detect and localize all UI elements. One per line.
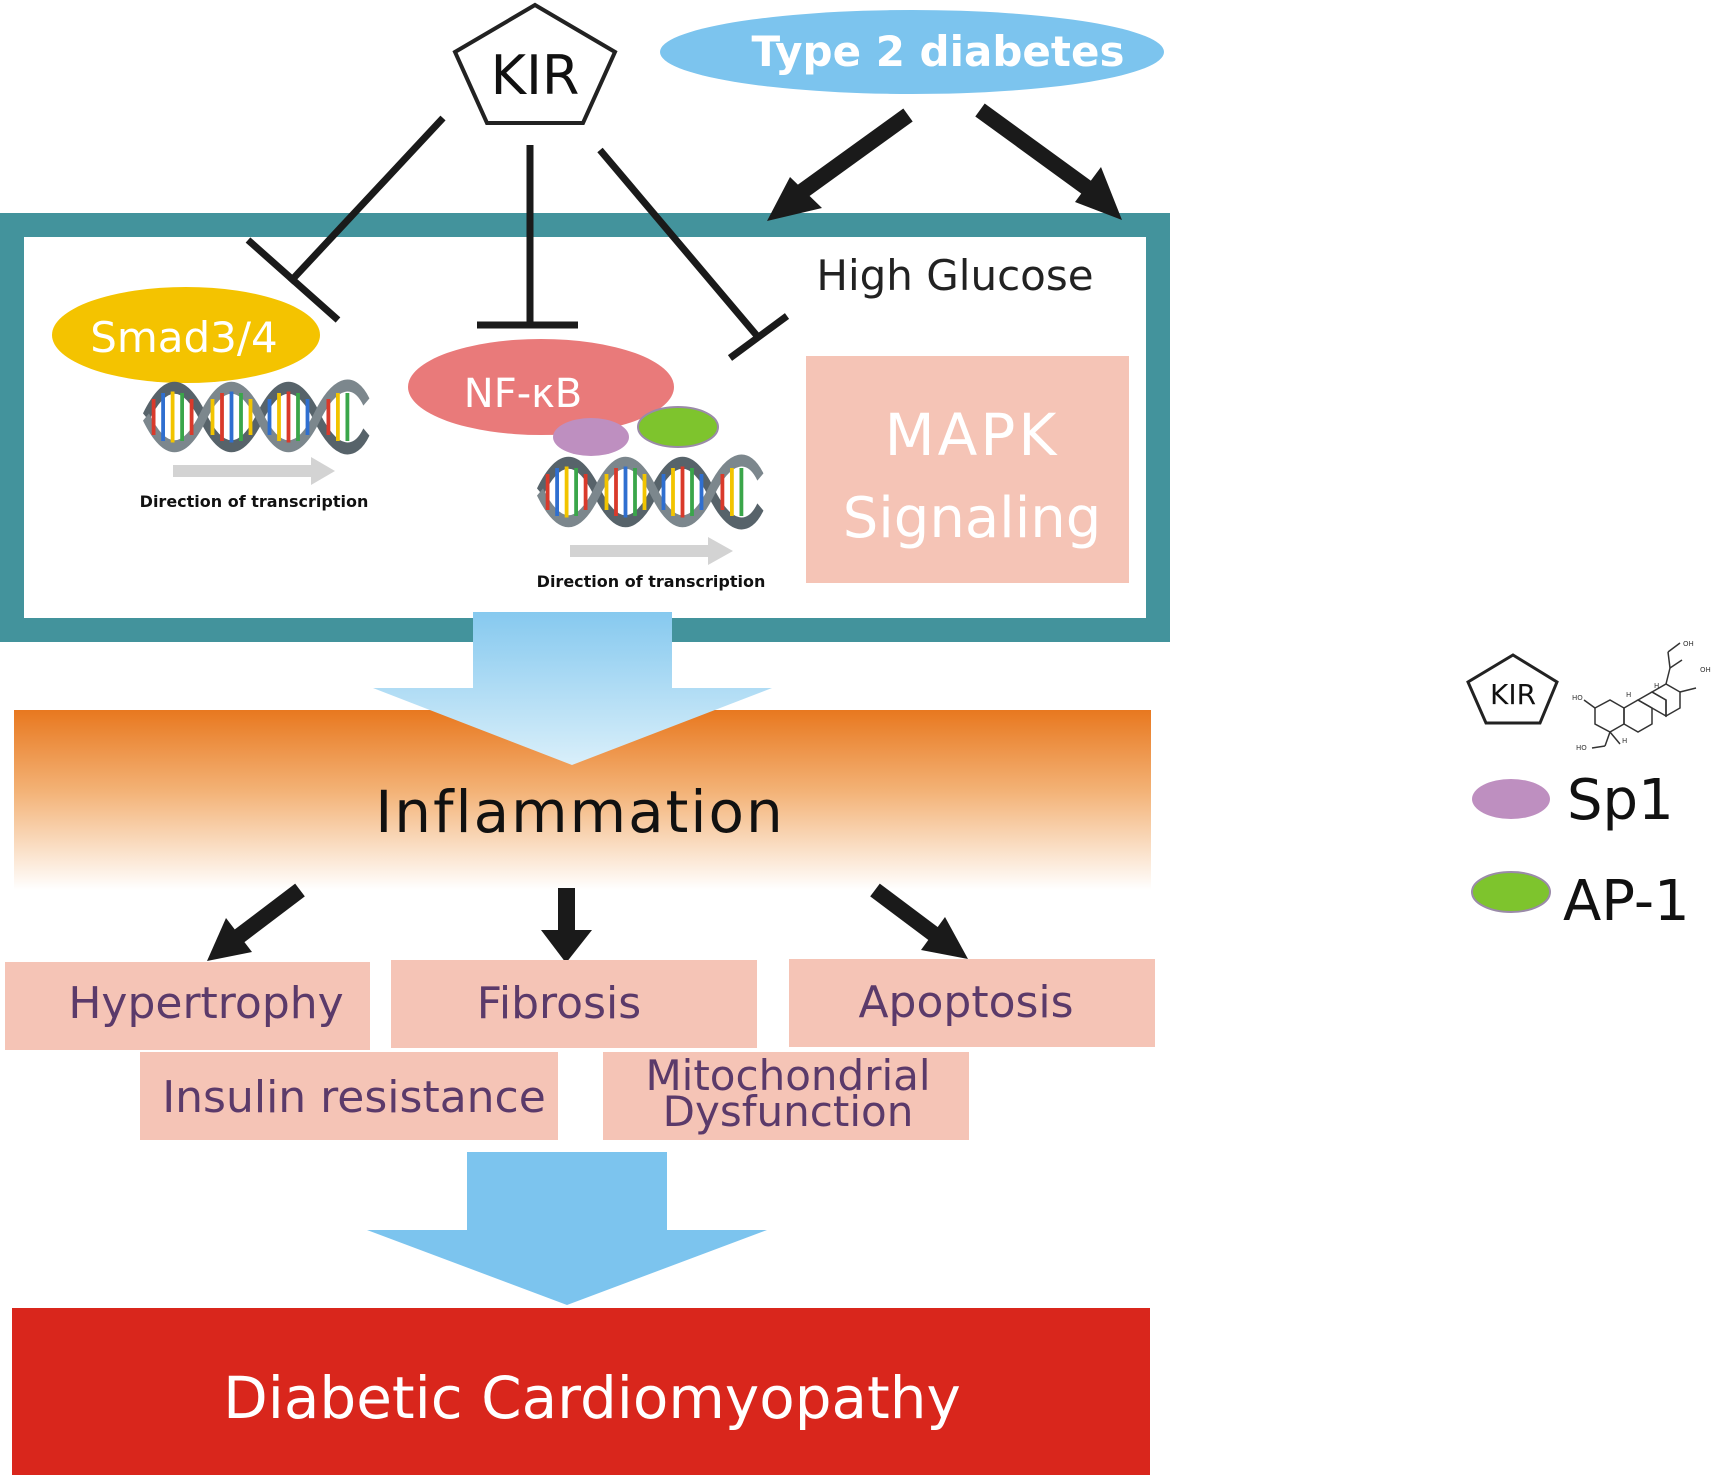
kir-pentagon (452, 2, 618, 125)
legend-ap1-ellipse (1471, 871, 1551, 913)
nfkb-label: NF-κB (464, 371, 582, 417)
blue-arrow-top (373, 612, 772, 765)
legend-ap1-label: AP-1 (1563, 869, 1690, 934)
legend-sp1-ellipse (1472, 779, 1550, 819)
fibrosis-box (391, 960, 757, 1048)
smad-ellipse (52, 287, 320, 383)
transcription-arrow-left (173, 457, 335, 485)
molecule-oh-top: OH (1683, 640, 1694, 648)
molecule-h-1: H (1626, 691, 1631, 699)
legend-kir-label: KIR (1490, 678, 1536, 711)
type2-arrows (767, 103, 1122, 221)
mapk-box (806, 356, 1129, 583)
transcription-label-right: Direction of transcription (537, 572, 766, 591)
molecule-h-3: H (1622, 737, 1627, 745)
insulin-resistance-box (140, 1052, 558, 1140)
insulin-resistance-label: Insulin resistance (162, 1072, 546, 1123)
legend-kir-pentagon (1466, 653, 1559, 725)
high-glucose-label: High Glucose (816, 251, 1093, 300)
mito-label-line1: Mitochondrial (645, 1051, 930, 1100)
ap1-bound-ellipse (637, 406, 719, 448)
legend-sp1-label: Sp1 (1567, 768, 1674, 833)
molecule-ho-left: HO (1572, 694, 1583, 702)
hypertrophy-label: Hypertrophy (68, 978, 343, 1029)
transcription-label-left: Direction of transcription (140, 492, 369, 511)
smad-label: Smad3/4 (90, 313, 278, 362)
inflammation-arrows (207, 883, 968, 963)
hypertrophy-box (5, 962, 370, 1050)
molecule-h-2: H (1654, 682, 1659, 690)
fibrosis-label: Fibrosis (477, 978, 641, 1029)
kir-label: KIR (491, 44, 580, 107)
type2-diabetes-ellipse (660, 10, 1164, 94)
type2-diabetes-label: Type 2 diabetes (752, 27, 1125, 76)
mapk-label-line2: Signaling (843, 486, 1102, 551)
molecule-ho-bottom: HO (1576, 744, 1587, 752)
sp1-bound-ellipse (553, 418, 629, 456)
outcome-box (12, 1308, 1150, 1475)
outcome-label: Diabetic Cardiomyopathy (223, 1364, 961, 1432)
inflammation-label: Inflammation (375, 778, 785, 846)
transcription-arrow-right (570, 537, 733, 565)
nfkb-ellipse (408, 339, 674, 435)
apoptosis-label: Apoptosis (858, 977, 1073, 1028)
legend: KIR OH OH HO HO H H H Sp1 AP-1 (1466, 640, 1711, 934)
blue-arrow-bottom (367, 1152, 767, 1305)
kir-molecule-structure (1583, 642, 1697, 749)
kir-inhibition-lines (245, 115, 790, 361)
mito-label-line2: Dysfunction (663, 1087, 914, 1136)
apoptosis-box (789, 959, 1155, 1047)
molecule-oh-right: OH (1700, 666, 1711, 674)
mapk-label-line1: MAPK (885, 401, 1060, 469)
mitochondrial-box (603, 1052, 969, 1140)
